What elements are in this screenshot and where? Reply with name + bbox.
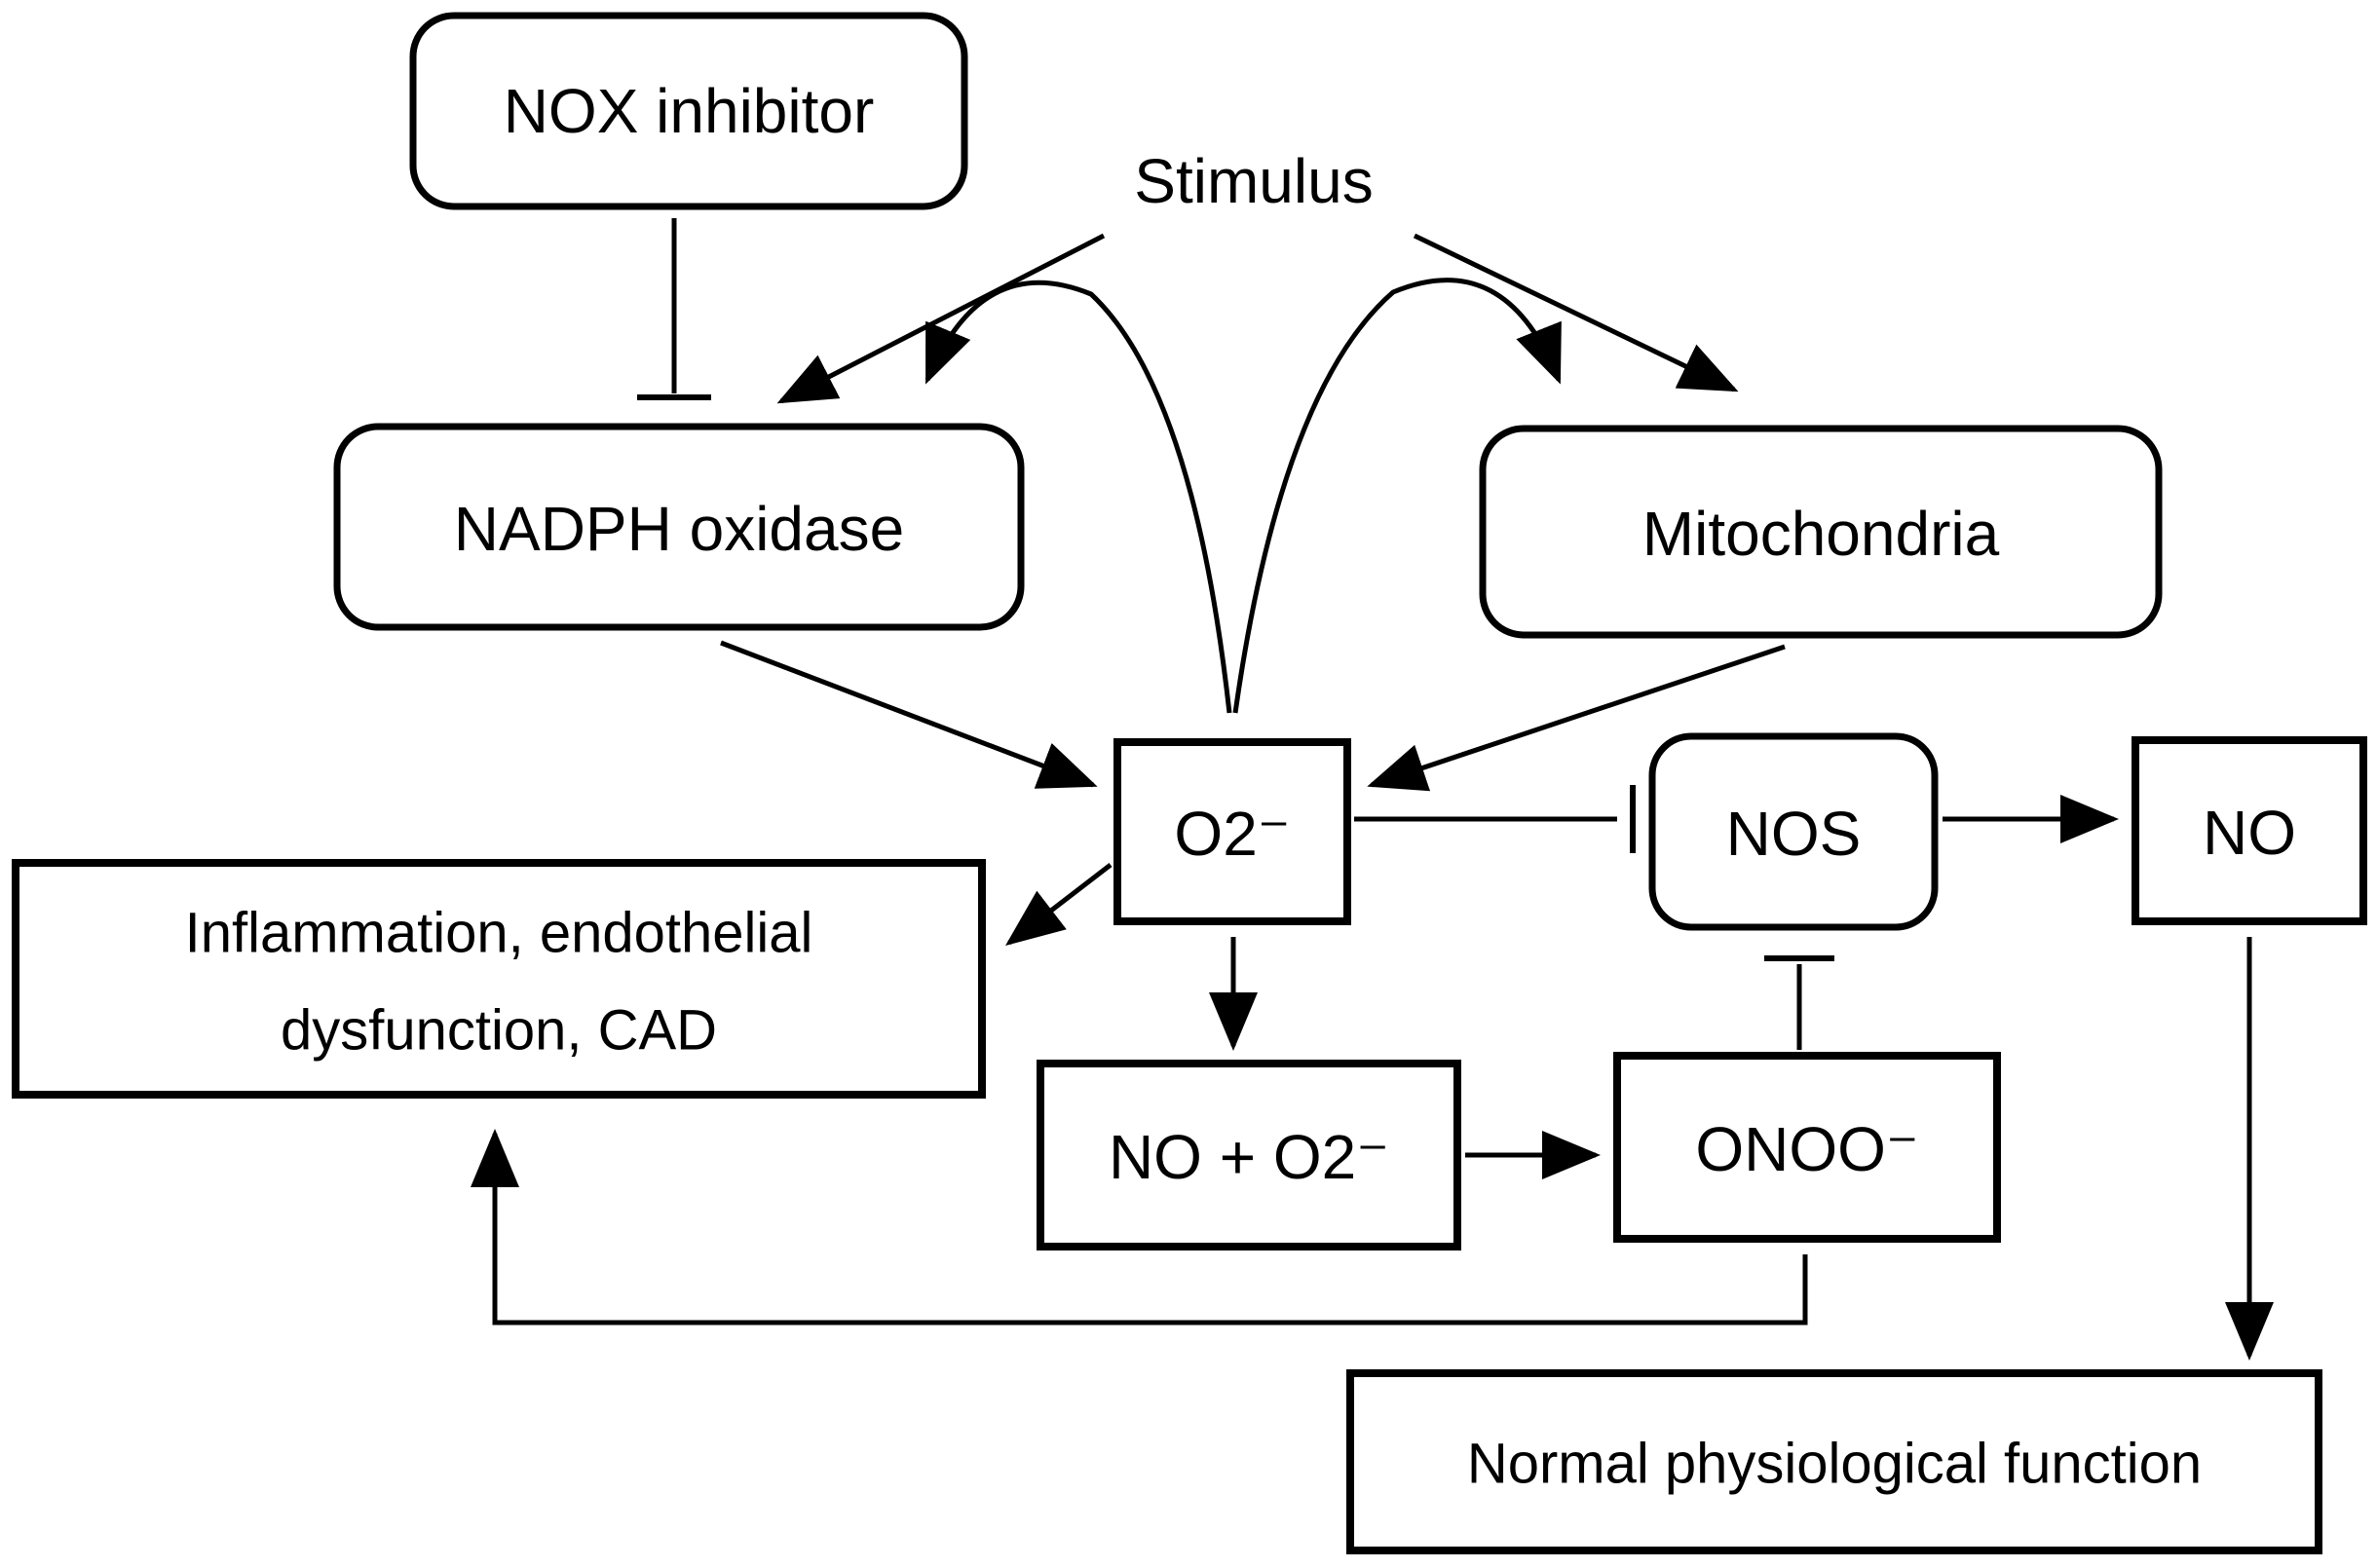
inflammation-label-line2: dysfunction, CAD — [281, 999, 717, 1063]
edge-superoxide-feedback-to-mitochondria — [1232, 278, 1562, 714]
mitochondria-box — [1479, 425, 2163, 639]
nox-inhibitor-label: NOX inhibitor — [504, 76, 875, 146]
peroxynitrite-label: ONOO⁻ — [1695, 1114, 1918, 1184]
no-box — [2132, 736, 2367, 925]
superoxide-label: O2⁻ — [1174, 799, 1290, 869]
no-plus-o2-label: NO + O2⁻ — [1109, 1122, 1389, 1192]
nos-box — [1648, 732, 1939, 931]
no-plus-o2-box — [1037, 1060, 1461, 1251]
peroxynitrite-box — [1613, 1052, 2001, 1243]
nox-inhibitor-box — [409, 12, 968, 210]
normal-function-box — [1346, 1369, 2322, 1554]
edge-stimulus-to-nadph-oxidase — [776, 233, 1106, 404]
inflammation-box — [12, 859, 986, 1099]
edge-peroxynitrite-to-inflammation — [471, 1129, 1808, 1325]
no-label: NO — [2203, 798, 2296, 868]
edge-superoxide-feedback-to-nadph-oxidase — [924, 280, 1232, 714]
superoxide-box — [1113, 738, 1351, 925]
edge-superoxide-to-inflammation — [1005, 863, 1113, 947]
nadph-oxidase-box — [333, 423, 1025, 631]
stimulus-label: Stimulus — [1134, 146, 1373, 216]
normal-function-label: Normal physiological function — [1467, 1433, 2202, 1496]
edge-nadph-oxidase-to-superoxide — [720, 640, 1098, 789]
edge-mitochondria-to-superoxide — [1367, 644, 1786, 792]
inflammation-label-line1: Inflammation, endothelial — [185, 902, 813, 965]
nadph-oxidase-label: NADPH oxidase — [454, 494, 904, 564]
edge-stimulus-to-mitochondria — [1413, 233, 1739, 392]
nos-label: NOS — [1726, 799, 1862, 869]
mitochondria-label: Mitochondria — [1642, 499, 2000, 569]
